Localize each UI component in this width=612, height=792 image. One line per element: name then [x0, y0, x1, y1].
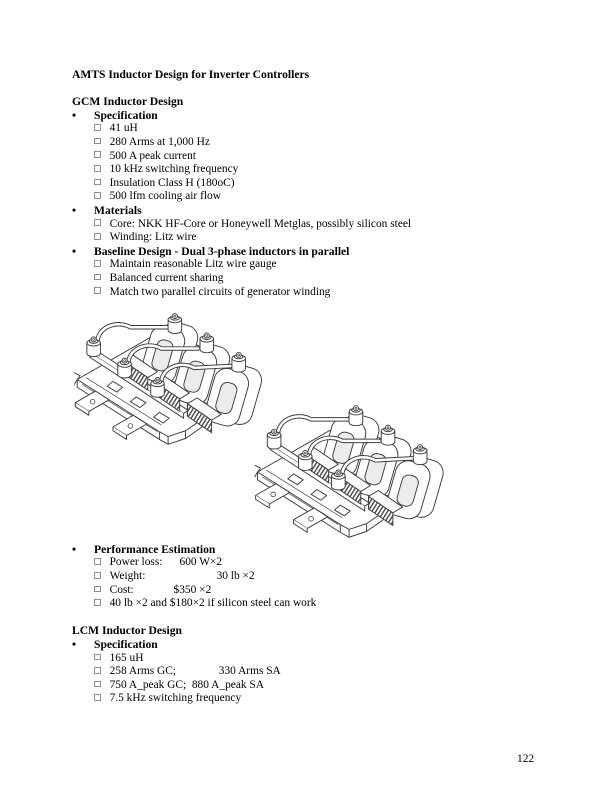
list-item-text: Match two parallel circuits of generator…	[109, 285, 331, 298]
checkbox-bullet-icon	[94, 233, 101, 240]
gcm-baseline-bullet: • Baseline Design - Dual 3-phase inductor…	[0, 245, 612, 259]
list-item-text: Cost: $350 ×2	[109, 583, 212, 596]
bullet-label: Baseline Design - Dual 3-phase inductors…	[94, 244, 350, 258]
list-item: 41 uH	[0, 122, 612, 136]
page-title: AMTS Inductor Design for Inverter Contro…	[72, 68, 310, 81]
checkbox-bullet-icon	[94, 165, 101, 172]
bullet-icon: •	[72, 542, 77, 556]
inductor-drawing-1	[73, 306, 269, 453]
checkbox-bullet-icon	[94, 137, 101, 145]
bullet-icon: •	[72, 108, 77, 122]
checkbox-bullet-icon	[94, 694, 101, 701]
isometric-inductor-assembly-drawing	[253, 398, 451, 546]
checkbox-bullet-icon	[94, 151, 101, 159]
bullet-label: Specification	[94, 108, 158, 122]
inductor-drawing-2	[253, 398, 451, 546]
list-item-text: 280 Arms at 1,000 Hz	[109, 135, 210, 148]
list-item: Cost: $350 ×2	[0, 584, 612, 598]
list-item: Balanced current sharing	[0, 272, 612, 286]
blank-line	[0, 82, 612, 96]
list-item-text: 41 uH	[109, 122, 138, 135]
list-item-text: 7.5 kHz switching frequency	[109, 692, 242, 705]
checkbox-bullet-icon	[94, 287, 101, 294]
list-item-text: 10 kHz switching frequency	[109, 163, 239, 176]
bullet-icon: •	[72, 203, 77, 217]
lcm-section-heading: LCM Inductor Design	[72, 624, 182, 638]
list-item: 165 uH	[0, 652, 612, 666]
list-item-text: Winding: Litz wire	[109, 231, 197, 244]
list-item: Insulation Class H (180oC)	[0, 177, 612, 191]
list-item-text: 40 lb ×2 and $180×2 if silicon steel can…	[109, 597, 317, 610]
list-item-text: Core: NKK HF-Core or Honeywell Metglas, …	[109, 217, 412, 230]
gcm-materials-bullet: • Materials	[0, 204, 612, 218]
lcm-specification-bullet: • Specification	[0, 638, 612, 652]
list-item-text: Maintain reasonable Litz wire gauge	[109, 258, 277, 271]
list-item: 10 kHz switching frequency	[0, 163, 612, 177]
gcm-section-heading: GCM Inductor Design	[72, 95, 184, 109]
list-item: Match two parallel circuits of generator…	[0, 286, 612, 300]
gcm-performance-bullet: • Performance Estimation	[0, 543, 612, 557]
list-item-text: 500 A peak current	[109, 149, 196, 162]
list-item: 40 lb ×2 and $180×2 if silicon steel can…	[0, 597, 612, 611]
bullet-label: Specification	[94, 638, 158, 652]
list-item: 280 Arms at 1,000 Hz	[0, 136, 612, 150]
checkbox-bullet-icon	[94, 653, 101, 661]
checkbox-bullet-icon	[94, 558, 101, 565]
bullet-label: Materials	[94, 203, 142, 217]
document-content: AMTS Inductor Design for Inverter Contro…	[0, 68, 612, 706]
bullet-icon: •	[72, 638, 77, 652]
list-item: Winding: Litz wire	[0, 231, 612, 245]
checkbox-bullet-icon	[94, 599, 101, 606]
checkbox-bullet-icon	[94, 273, 101, 281]
list-item: 500 lfm cooling air flow	[0, 190, 612, 204]
list-item-text: 500 lfm cooling air flow	[109, 190, 221, 203]
checkbox-bullet-icon	[94, 219, 101, 227]
list-item-text: Insulation Class H (180oC)	[109, 176, 235, 189]
bullet-label: Performance Estimation	[94, 542, 216, 556]
checkbox-bullet-icon	[94, 260, 101, 267]
figure-block	[0, 299, 612, 543]
checkbox-bullet-icon	[94, 680, 101, 688]
bullet-icon: •	[72, 244, 77, 258]
blank-line	[0, 611, 612, 625]
list-item: Power loss: 600 W×2	[0, 556, 612, 570]
list-item: 750 A_peak GC; 880 A_peak SA	[0, 679, 612, 693]
gcm-specification-bullet: • Specification	[0, 109, 612, 123]
list-item-text: Weight: 30 lb ×2	[109, 570, 255, 583]
checkbox-bullet-icon	[94, 667, 101, 674]
list-item: Maintain reasonable Litz wire gauge	[0, 258, 612, 272]
list-item-text: Power loss: 600 W×2	[109, 556, 223, 569]
list-item-text: Balanced current sharing	[109, 271, 224, 284]
list-item-text: 750 A_peak GC; 880 A_peak SA	[109, 678, 264, 691]
list-item: 500 A peak current	[0, 150, 612, 164]
checkbox-bullet-icon	[94, 178, 101, 186]
page-number: 122	[517, 753, 535, 765]
isometric-inductor-assembly-drawing	[73, 306, 269, 453]
checkbox-bullet-icon	[94, 124, 101, 131]
list-item: 258 Arms GC; 330 Arms SA	[0, 665, 612, 679]
checkbox-bullet-icon	[94, 571, 101, 579]
list-item-text: 165 uH	[109, 651, 144, 664]
list-item: Core: NKK HF-Core or Honeywell Metglas, …	[0, 218, 612, 232]
list-item-text: 258 Arms GC; 330 Arms SA	[109, 665, 281, 678]
list-item: 7.5 kHz switching frequency	[0, 692, 612, 706]
checkbox-bullet-icon	[94, 192, 101, 199]
list-item: Weight: 30 lb ×2	[0, 570, 612, 584]
checkbox-bullet-icon	[94, 585, 101, 593]
